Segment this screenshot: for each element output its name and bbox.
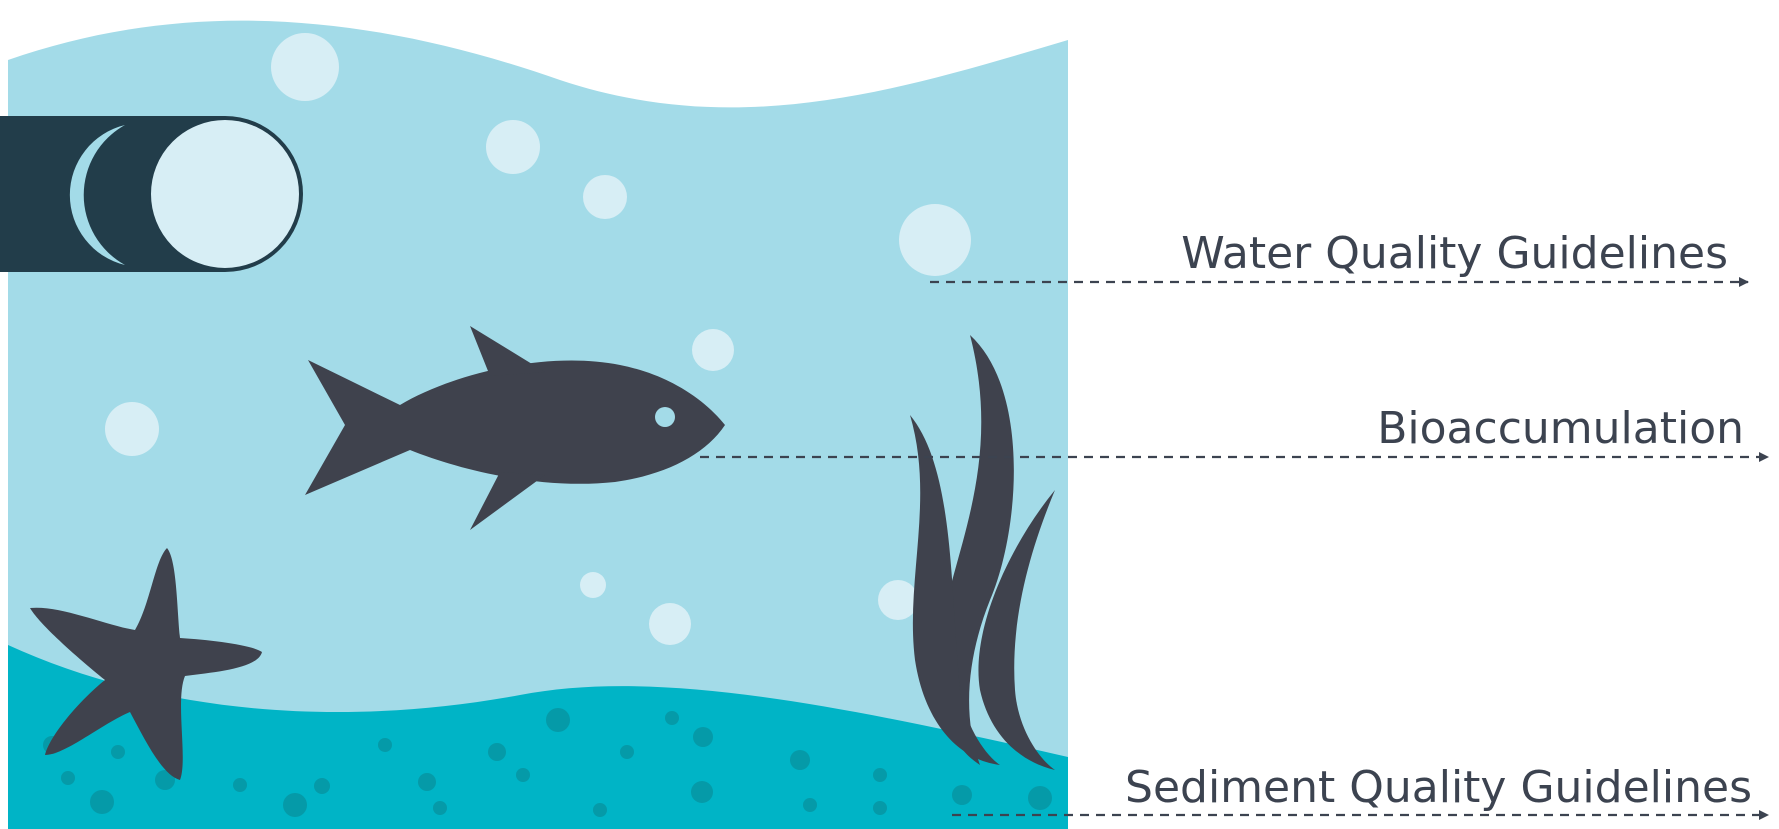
sediment-quality-guidelines-label: Sediment Quality Guidelines	[1125, 762, 1752, 813]
sediment-dot	[665, 711, 679, 725]
bubble	[649, 603, 691, 645]
sediment-dot	[790, 750, 810, 770]
bubble	[692, 329, 734, 371]
bubble	[486, 120, 540, 174]
sediment-dot	[378, 738, 392, 752]
bioaccumulation-label: Bioaccumulation	[1377, 403, 1744, 454]
sediment-dot	[283, 793, 307, 817]
sediment-dot	[516, 768, 530, 782]
bubble	[878, 580, 918, 620]
sediment-dot	[803, 798, 817, 812]
bubble	[583, 175, 627, 219]
sediment-dot	[233, 778, 247, 792]
sediment-dot	[593, 803, 607, 817]
sediment-dot	[873, 768, 887, 782]
sediment-dot	[1028, 786, 1052, 810]
sediment-dot	[418, 773, 436, 791]
sediment-dot	[873, 801, 887, 815]
sediment-dot	[620, 745, 634, 759]
bubble	[105, 402, 159, 456]
sediment-dot	[111, 745, 125, 759]
sediment-dot	[952, 785, 972, 805]
sediment-dot	[433, 801, 447, 815]
sediment-dot	[90, 790, 114, 814]
sediment-dot	[693, 727, 713, 747]
bubble	[271, 33, 339, 101]
bubble	[899, 204, 971, 276]
water-quality-guidelines-label: Water Quality Guidelines	[1181, 228, 1728, 279]
sediment-dot	[488, 743, 506, 761]
sediment-dot	[546, 708, 570, 732]
sediment-dot	[61, 771, 75, 785]
sediment-dot	[691, 781, 713, 803]
outfall-pipe-icon	[0, 116, 303, 272]
sediment-dot	[314, 778, 330, 794]
bubble	[580, 572, 606, 598]
